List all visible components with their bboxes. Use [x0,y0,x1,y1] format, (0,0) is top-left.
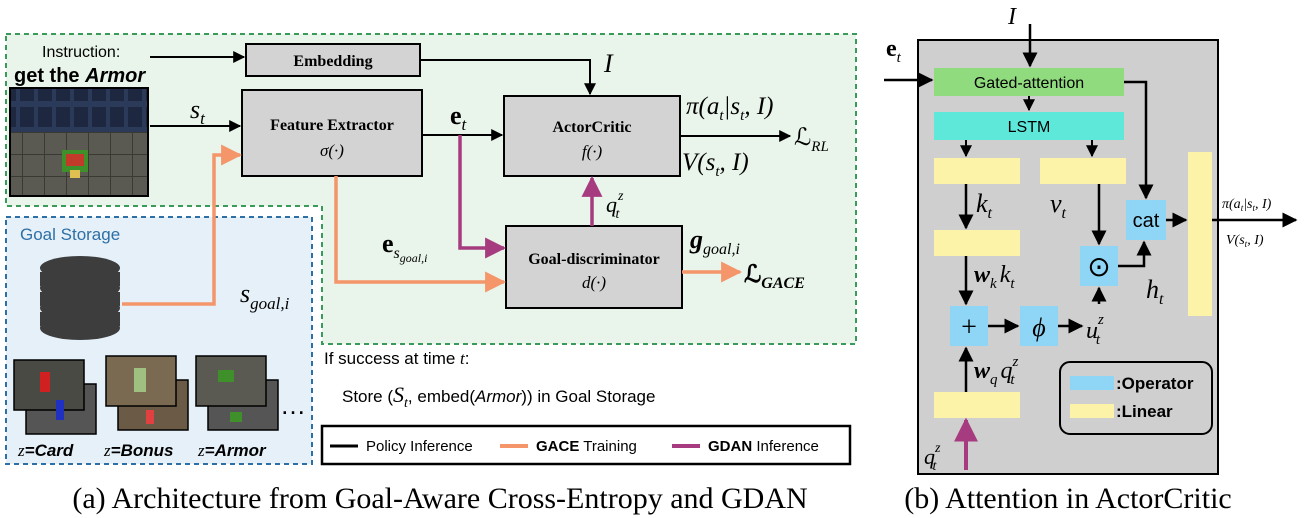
actor-critic-label: ActorCritic [552,119,631,136]
armor-sprite [62,150,88,178]
arrow-embedding-actorcritic [420,59,596,96]
legend-text-policy: Policy Inference [366,438,473,455]
arrow-storage-feature [122,144,243,306]
pb-label-I: I [1007,4,1017,30]
legend-linear-label: :Linear [1116,402,1173,421]
goal-example-armor [195,355,279,431]
actor-critic-fn: f(·) [582,142,603,161]
lstm-block [934,112,1124,140]
legend-panel-b: :Operator :Linear [1059,361,1213,435]
instruction-label: Instruction: [42,44,120,61]
legend-linear-swatch [1070,404,1114,418]
gated-attention-block [934,68,1124,96]
goal-example-bonus [105,355,189,431]
label-I: I [603,49,614,78]
label-pi: π(at|st, I) [686,93,773,124]
instruction-text: get the Armor [14,65,146,87]
panel-a: Goal Storage Instruction: get the Armor … [5,33,857,466]
panel-b: Gated-attention LSTM + ϕ ⊙ cat [884,4,1298,475]
label-loss-gace: ℒGACE [744,262,805,292]
pb-label-v-t: vt [1050,189,1067,222]
operator-phi [1020,306,1058,346]
goal-discriminator-label: Goal-discriminator [528,251,660,268]
caption-right: (b) Attention in ActorCritic [904,482,1231,515]
label-e-goal: esgoal,i [382,229,427,265]
embedding-block: Embedding [245,43,421,77]
operator-plus [950,306,988,346]
arrow-gated-cat [1124,80,1154,200]
legend-operator-swatch [1070,376,1114,390]
linear-k [934,158,1020,184]
goal-storage-title: Goal Storage [20,225,120,244]
linear-v [1040,158,1126,184]
goal-discriminator-fn: d(·) [582,273,606,292]
arrow-odot-cat [1118,240,1152,268]
label-e-t: et [450,101,468,134]
label-g-goal: ggoal,i [689,225,740,258]
operator-cat [1126,200,1166,240]
goal-caption-bonus: z=Bonus [103,441,173,460]
linear-wq [934,392,1020,418]
pb-label-pi: π(at|st, I) [1222,197,1272,213]
success-line-1: If success at time t: [324,349,470,368]
arrow-feature-discriminator [334,176,507,293]
goal-ellipsis: … [280,390,306,420]
feature-extractor-fn: σ(·) [320,141,344,160]
label-s-goal: sgoal,i [240,279,290,313]
label-loss-rl: ℒRL [794,125,829,155]
operator-plus-symbol: + [961,312,977,343]
linear-output [1188,152,1212,316]
legend-operator-label: :Operator [1116,374,1194,393]
feature-extractor-label: Feature Extractor [270,117,394,134]
caption-left: (a) Architecture from Goal-Aware Cross-E… [72,482,807,515]
label-V: V(st, I) [682,149,749,180]
label-s-t: st [190,95,206,128]
success-line-2: Store (St, embed(Armor)) in Goal Storage [342,382,655,411]
goal-caption-armor: z=Armor [197,441,267,460]
observation-image [9,87,149,197]
pb-label-h-t: ht [1146,275,1164,308]
pb-label-e-t: et [886,36,902,66]
operator-cat-label: cat [1133,210,1160,232]
legend-panel-a: Policy Inference GACE Training GDAN Infe… [320,424,852,466]
operator-odot-symbol: ⊙ [1087,252,1110,283]
goal-example-card [13,359,97,435]
operator-odot [1080,246,1118,286]
legend-text-gace: GACE Training [536,438,637,455]
feature-extractor-block: Feature Extractor σ(·) [241,89,423,177]
gated-attention-label: Gated-attention [974,75,1084,92]
linear-wk [934,230,1020,256]
arrow-et-discriminator [458,135,507,259]
database-icon [40,256,120,340]
lstm-label: LSTM [1008,119,1051,136]
pb-label-k-t: kt [976,189,993,222]
embedding-label: Embedding [293,53,372,70]
actor-critic-block: ActorCritic f(·) [503,95,681,177]
pb-label-v-out: V(st, I) [1226,233,1264,249]
goal-caption-card: z=Card [17,441,74,460]
goal-discriminator-block: Goal-discriminator d(·) [505,225,683,309]
legend-text-gdan: GDAN Inference [708,438,819,455]
operator-phi-symbol: ϕ [1032,313,1045,342]
